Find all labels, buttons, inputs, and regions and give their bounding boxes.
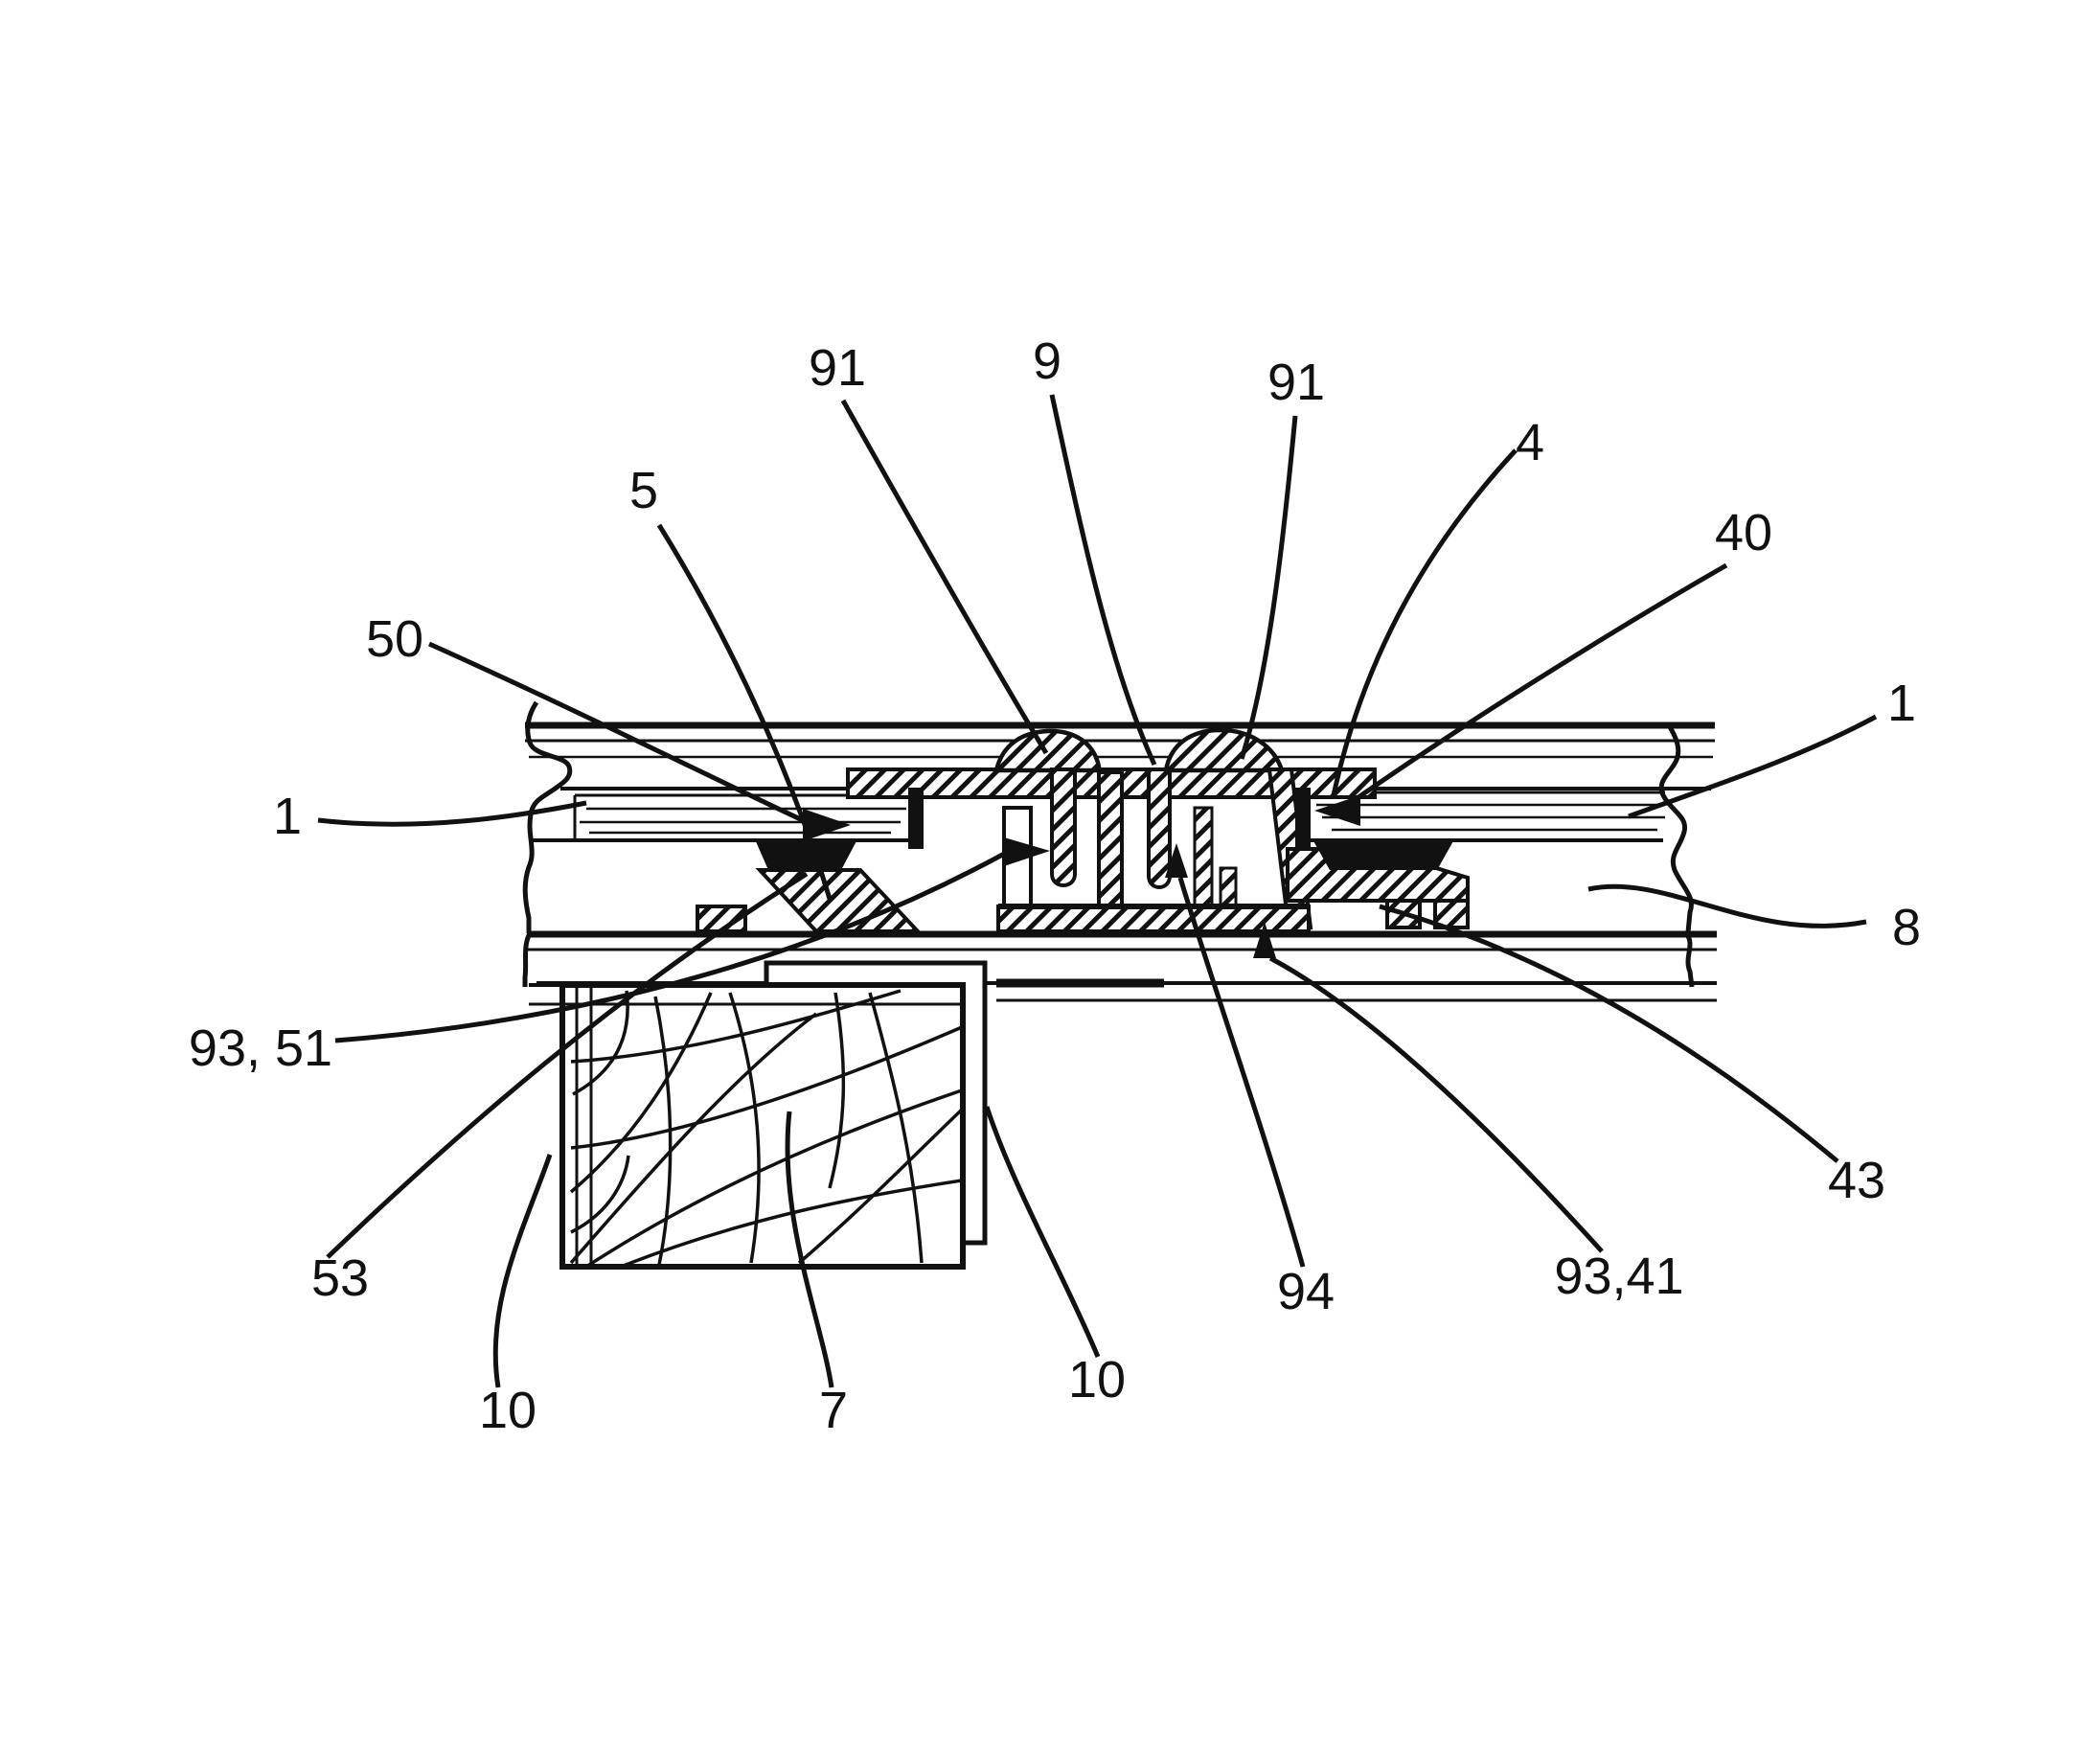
- right-break-edge: [1658, 723, 1695, 988]
- leader-53: [326, 871, 809, 1259]
- label-7: 7: [819, 1382, 848, 1439]
- label-40: 40: [1715, 504, 1772, 561]
- reference-labels: 91 9 91 4 40 5 50 1 1 8 93, 51 53 10 7 1…: [189, 332, 1921, 1439]
- seal-blocks: [755, 788, 1454, 870]
- leader-91-left: [840, 399, 1049, 755]
- leader-1-left: [317, 800, 587, 827]
- label-50: 50: [366, 610, 423, 668]
- arrow-40-left: [1314, 795, 1360, 826]
- label-91-left: 91: [809, 339, 866, 397]
- hanging-tab-left: [1050, 767, 1077, 887]
- leader-93-51: [334, 850, 1008, 1043]
- label-1-right: 1: [1887, 675, 1916, 732]
- hanging-tab-right: [1147, 767, 1172, 889]
- label-93-51: 93, 51: [189, 1019, 332, 1077]
- leader-4: [1331, 448, 1518, 796]
- leader-43: [1379, 904, 1839, 1163]
- connector-profile: [696, 727, 1470, 934]
- arrow-93-51-right: [1004, 837, 1050, 866]
- arrow-93-41-up: [1253, 922, 1276, 958]
- seal-block-left: [755, 839, 857, 870]
- seal-bar-right: [1295, 788, 1311, 849]
- leader-94: [1177, 877, 1306, 1268]
- label-43: 43: [1828, 1152, 1885, 1209]
- label-53: 53: [311, 1249, 369, 1307]
- leader-40: [1337, 562, 1728, 813]
- leader-9: [1049, 394, 1157, 767]
- label-94: 94: [1277, 1263, 1335, 1320]
- label-5: 5: [629, 462, 658, 519]
- left-leg: [755, 868, 923, 933]
- right-foot-b: [1433, 899, 1470, 929]
- leader-10-left: [492, 1154, 553, 1388]
- center-post: [1097, 770, 1124, 910]
- cap-wing-left: [993, 728, 1102, 773]
- cap-wing-right: [1163, 727, 1286, 773]
- leader-5: [656, 523, 833, 900]
- connector-bottom-foot: [996, 905, 1311, 933]
- left-groove-tongue-lines: [580, 807, 906, 835]
- seal-bar-left: [908, 788, 924, 849]
- leader-7: [785, 1111, 834, 1388]
- label-9: 9: [1033, 332, 1061, 390]
- leader-arrowheads: [803, 795, 1360, 958]
- label-91-right: 91: [1267, 354, 1325, 411]
- label-1-left: 1: [273, 788, 302, 845]
- label-10-right: 10: [1068, 1351, 1126, 1409]
- arrow-94-up: [1165, 843, 1188, 878]
- label-4: 4: [1516, 414, 1544, 471]
- panel-top-skin: [525, 722, 1715, 759]
- left-break-edge: [522, 700, 573, 987]
- seal-block-right: [1312, 839, 1454, 870]
- insert-box: [529, 960, 988, 1270]
- label-8: 8: [1892, 899, 1921, 956]
- wood-grain: [569, 989, 961, 1265]
- leader-91-right: [1239, 415, 1298, 760]
- leader-10-right: [984, 1106, 1101, 1358]
- label-10-left: 10: [479, 1382, 536, 1439]
- leader-1-right: [1628, 714, 1878, 819]
- right-groove-tongue-lines: [1316, 803, 1665, 832]
- leader-50: [427, 641, 809, 825]
- leader-lines: [317, 394, 1878, 1388]
- leader-93-41: [1268, 955, 1604, 1253]
- arrow-50-right: [803, 809, 851, 841]
- label-93-41: 93,41: [1554, 1248, 1683, 1305]
- leader-8: [1587, 883, 1867, 928]
- right-foot-a: [1385, 899, 1422, 929]
